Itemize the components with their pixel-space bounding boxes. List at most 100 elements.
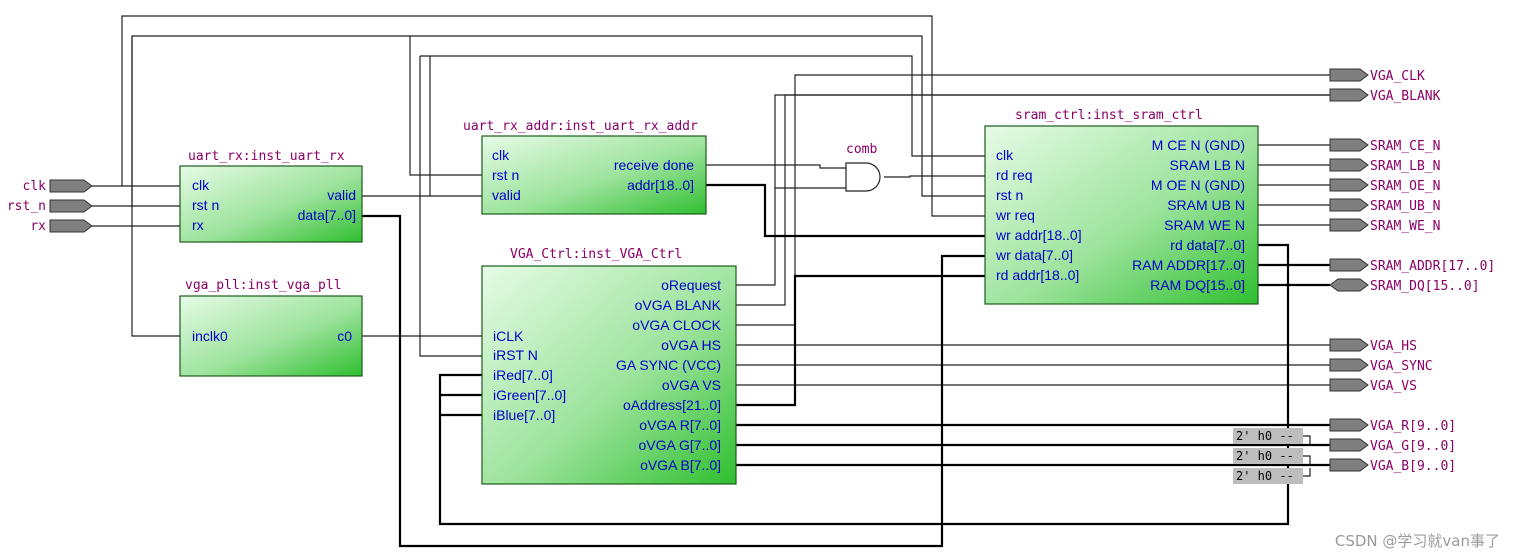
output-pin-label: SRAM_CE_N — [1370, 139, 1440, 154]
port-label: wr addr[18..0] — [995, 227, 1082, 243]
constant-box — [1233, 428, 1303, 444]
output-pin — [1329, 198, 1369, 212]
output-pin — [1329, 258, 1369, 272]
port-label: rst n — [492, 167, 519, 183]
output-pin — [1329, 68, 1369, 82]
input-pins: clk rst_n rx — [7, 179, 93, 234]
port-label: oVGA G[7..0] — [639, 437, 722, 453]
output-pin — [1329, 358, 1369, 372]
input-pin-rst-n — [49, 199, 93, 213]
port-label: wr data[7..0] — [995, 247, 1073, 263]
input-pin-rx — [49, 219, 93, 233]
output-pin — [1329, 418, 1369, 432]
input-pin-clk — [49, 179, 93, 193]
block-title: uart_rx_addr:inst_uart_rx_addr — [463, 119, 698, 134]
port-label: rd addr[18..0] — [996, 267, 1079, 283]
port-label: RAM ADDR[17..0] — [1132, 257, 1245, 273]
bidir-pin — [1329, 278, 1369, 292]
input-pin-label: rx — [30, 219, 46, 234]
port-label: clk — [192, 177, 210, 193]
port-label: wr req — [995, 207, 1035, 223]
constant-label: 2' h0 -- — [1236, 449, 1294, 463]
port-label: oRequest — [661, 277, 721, 293]
port-label: oVGA BLANK — [635, 297, 722, 313]
wires — [92, 15, 1330, 386]
output-pin — [1329, 378, 1369, 392]
block-sram-ctrl: sram_ctrl:inst_sram_ctrl clk rd req rst … — [984, 108, 1259, 305]
port-label: data[7..0] — [298, 207, 356, 223]
constant-box — [1233, 448, 1303, 464]
output-pin-label: VGA_HS — [1370, 339, 1417, 354]
block-body — [179, 165, 363, 243]
buses — [362, 183, 1330, 548]
port-label: clk — [996, 147, 1014, 163]
output-pin-label: SRAM_LB_N — [1370, 159, 1440, 174]
output-pin-label: VGA_CLK — [1370, 69, 1425, 84]
output-pin — [1329, 158, 1369, 172]
block-uart-rx-addr: uart_rx_addr:inst_uart_rx_addr clk rst n… — [463, 119, 707, 215]
output-pin — [1329, 178, 1369, 192]
port-label: oVGA CLOCK — [632, 317, 721, 333]
output-pin-label: VGA_VS — [1370, 379, 1417, 394]
port-label: addr[18..0] — [627, 177, 694, 193]
block-body — [179, 295, 363, 377]
port-label: valid — [492, 187, 521, 203]
port-label: oVGA HS — [661, 337, 721, 353]
block-body — [481, 135, 707, 215]
constant-label: 2' h0 -- — [1236, 429, 1294, 443]
block-body — [481, 265, 737, 485]
block-title: uart_rx:inst_uart_rx — [188, 149, 345, 164]
port-label: iGreen[7..0] — [493, 387, 566, 403]
port-label: iBlue[7..0] — [493, 407, 555, 423]
block-uart-rx: uart_rx:inst_uart_rx clk rst n rx valid … — [179, 149, 363, 243]
output-pin-label: VGA_G[9..0] — [1370, 439, 1456, 454]
output-pin-label: VGA_B[9..0] — [1370, 459, 1456, 474]
port-label: iRST N — [493, 347, 538, 363]
port-label: SRAM LB N — [1170, 157, 1245, 173]
output-pin-label: VGA_SYNC — [1370, 359, 1433, 374]
constants: 2' h0 -- 2' h0 -- 2' h0 -- — [1233, 428, 1311, 484]
and-gate-shape — [845, 162, 881, 192]
output-pins: VGA_CLK VGA_BLANK SRAM_CE_N SRAM_LB_N SR… — [1329, 68, 1495, 474]
output-pin — [1329, 438, 1369, 452]
input-pin-label: rst_n — [7, 199, 46, 214]
port-label: rd req — [996, 167, 1033, 183]
port-label: clk — [492, 147, 510, 163]
port-label: valid — [327, 187, 356, 203]
port-label: iCLK — [493, 328, 524, 344]
and-gate-comb: comb — [845, 142, 881, 192]
output-pin — [1329, 218, 1369, 232]
port-label: receive done — [614, 157, 694, 173]
block-vga-pll: vga_pll:inst_vga_pll inclk0 c0 — [179, 278, 363, 377]
block-title: vga_pll:inst_vga_pll — [185, 278, 342, 293]
output-pin-label: VGA_R[9..0] — [1370, 419, 1456, 434]
gate-label: comb — [846, 142, 877, 157]
port-label: rst n — [996, 187, 1023, 203]
port-label: c0 — [337, 328, 352, 344]
port-label: M OE N (GND) — [1151, 177, 1245, 193]
output-pin-label: SRAM_DQ[15..0] — [1370, 279, 1480, 294]
output-pin-label: SRAM_WE_N — [1370, 219, 1440, 234]
output-pin-label: VGA_BLANK — [1370, 89, 1441, 104]
port-label: SRAM UB N — [1167, 197, 1245, 213]
block-title: VGA_Ctrl:inst_VGA_Ctrl — [510, 247, 682, 262]
output-pin — [1329, 458, 1369, 472]
block-body — [984, 125, 1259, 305]
port-label: RAM DQ[15..0] — [1150, 277, 1245, 293]
constant-label: 2' h0 -- — [1236, 469, 1294, 483]
port-label: rx — [192, 217, 204, 233]
port-label: oAddress[21..0] — [623, 397, 721, 413]
port-label: oVGA VS — [662, 377, 721, 393]
input-pin-label: clk — [23, 179, 47, 194]
port-label: inclk0 — [192, 328, 228, 344]
output-pin-label: SRAM_UB_N — [1370, 199, 1440, 214]
block-title: sram_ctrl:inst_sram_ctrl — [1015, 108, 1203, 123]
port-label: M CE N (GND) — [1152, 137, 1245, 153]
output-pin — [1329, 138, 1369, 152]
port-label: GA SYNC (VCC) — [616, 357, 721, 373]
port-label: iRed[7..0] — [493, 367, 553, 383]
output-pin-label: SRAM_ADDR[17..0] — [1370, 259, 1495, 274]
port-label: oVGA R[7..0] — [639, 417, 721, 433]
port-label: SRAM WE N — [1164, 217, 1245, 233]
